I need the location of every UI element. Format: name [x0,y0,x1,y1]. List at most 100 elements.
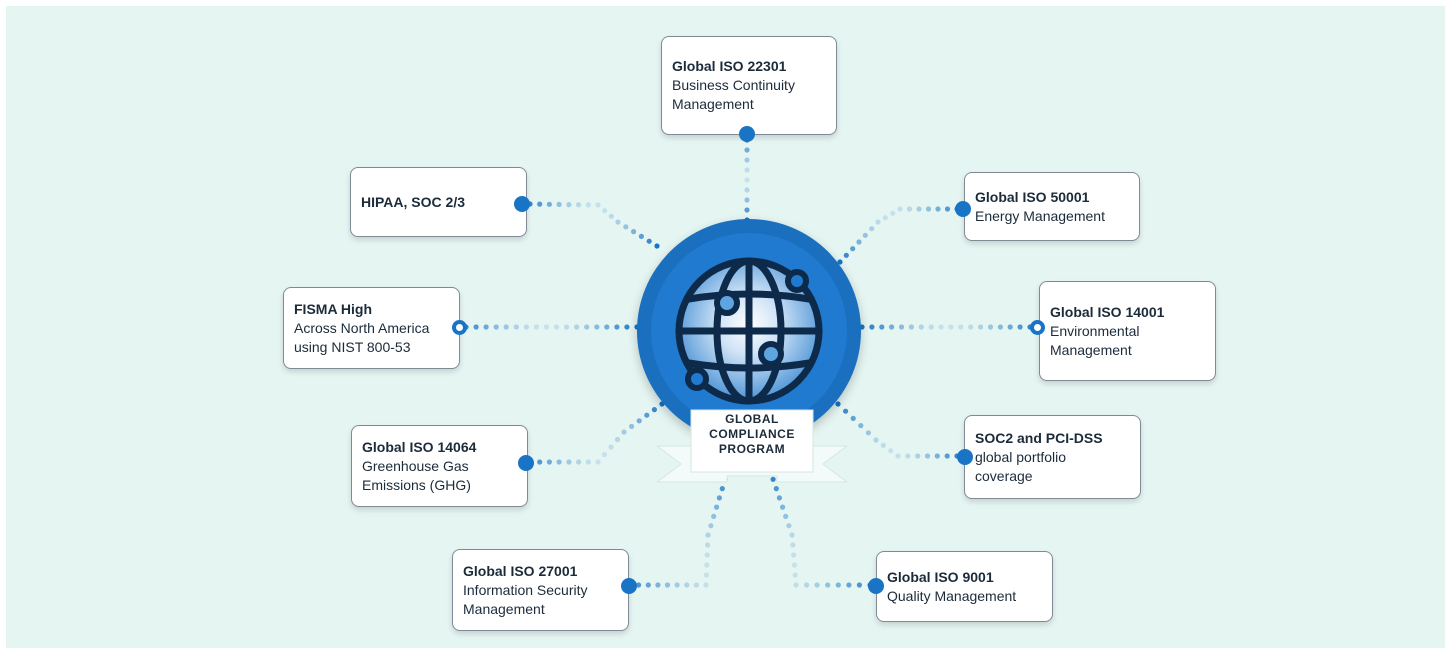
connector-dot-mark [644,412,650,418]
connector-dot-mark [869,226,875,232]
connector-dot-mark [654,243,660,249]
connector-dot-mark [629,423,635,429]
connector-dot-mark [934,453,940,459]
connector-dot-mark [790,542,796,548]
connector-dot-iso9001 [868,578,884,594]
connector-dot-mark [704,562,710,568]
node-line: Energy Management [975,207,1105,224]
connector-dot-mark [493,324,499,330]
connector-dot-mark [533,324,540,330]
connector-dot-mark [585,459,591,465]
connector-dot-mark [645,582,651,588]
connector-dot-mark [703,572,710,578]
connector-dot-mark [638,233,645,239]
connector-dot-mark [744,207,750,213]
connector-dot-iso14064 [518,455,534,471]
connector-dot-mark [624,324,630,330]
connector-dot-mark [594,324,600,330]
connector-dot-mark [916,206,922,212]
connector-dot-mark [888,448,894,454]
connector-iso22301 [744,137,750,223]
node-line: Emissions (GHG) [362,476,471,493]
connector-dot-mark [646,238,652,244]
node-title: Global ISO 14064 [362,438,477,455]
connector-dot-mark [719,486,725,492]
connector-dot-mark [897,206,903,212]
node-line: Management [1050,341,1132,358]
connector-dot-iso14001 [1030,320,1045,335]
node-title: Global ISO 27001 [463,562,578,579]
connector-dot-mark [608,213,614,219]
connector-hipaa [527,201,660,249]
connector-dot-mark [744,167,750,173]
connector-dot-mark [869,324,875,330]
node-card-iso50001: Global ISO 50001 Energy Management [964,172,1140,241]
connector-dot-mark [783,513,789,520]
connector-dot-mark [856,582,863,588]
connector-dot-mark [944,453,950,459]
node-line: global portfolio [975,448,1067,465]
connector-dot-mark [546,459,553,465]
node-card-hipaa: HIPAA, SOC 2/3 [350,167,527,237]
connector-dot-mark [705,542,711,548]
connector-dot-mark [604,324,610,330]
connector-dot-mark [889,324,895,330]
node-line: Across North America [294,319,430,336]
connector-dot-mark [483,324,489,330]
node-line: coverage [975,467,1033,484]
connector-dot-mark [744,197,750,203]
connector-dot-mark [793,582,799,588]
connector-dot-iso27001 [621,578,637,594]
node-line: Greenhouse Gas [362,457,469,474]
connector-dot-mark [636,418,642,424]
connector-dot-mark [703,582,709,588]
connector-dot-mark [915,453,921,459]
connector-dot-mark [615,219,621,225]
connector-dot-mark [601,451,608,458]
connector-dot-mark [513,324,519,330]
node-line: Quality Management [887,587,1017,604]
node-title: Global ISO 14001 [1050,303,1165,320]
connector-dot-mark [791,562,798,568]
connector-dot-mark [623,224,629,230]
connector-dot-mark [537,201,543,207]
connector-dot-mark [566,459,572,465]
connector-dot-mark [858,423,864,429]
connector-dot-mark [918,324,924,330]
connector-dot-mark [744,147,750,153]
connector-dot-iso22301 [739,126,755,142]
connector-dot-mark [856,239,862,245]
connector-dot-mark [553,324,560,330]
connector-dot-mark [935,206,941,212]
connector-dot-mark [776,495,783,501]
hub-label: GLOBAL COMPLIANCE PROGRAM [696,412,808,457]
node-title: Global ISO 9001 [887,568,994,585]
connector-dot-mark [664,582,671,588]
connector-dot-mark [595,202,601,208]
compliance-hub [637,219,861,443]
connector-dot-mark [944,206,951,212]
connector-dot-mark [997,324,1004,330]
connector-dot-mark [711,513,717,520]
connector-dot-mark [566,202,572,208]
connector-dot-mark [850,415,856,421]
node-line: Environmental [1050,322,1140,339]
connector-dot-mark [908,324,915,330]
connector-dot-mark [948,324,954,330]
node-title: Global ISO 22301 [672,58,787,74]
connector-dot-mark [576,459,582,465]
connector-dot-mark [846,582,852,588]
connector-dot-soc2pci [957,449,973,465]
connector-dot-mark [791,552,797,558]
connector-dot-mark [705,532,711,538]
connector-dot-mark [882,215,888,221]
hub-ribbon [657,409,847,483]
node-line: Information Security [463,581,588,598]
connector-dot-mark [708,523,714,529]
connector-dot-mark [744,177,750,183]
connector-dot-mark [835,582,841,588]
node-title: Global ISO 50001 [975,188,1090,205]
node-title: SOC2 and PCI-DSS [975,429,1103,446]
connector-dot-mark [595,459,601,465]
connector-dot-mark [636,582,642,588]
